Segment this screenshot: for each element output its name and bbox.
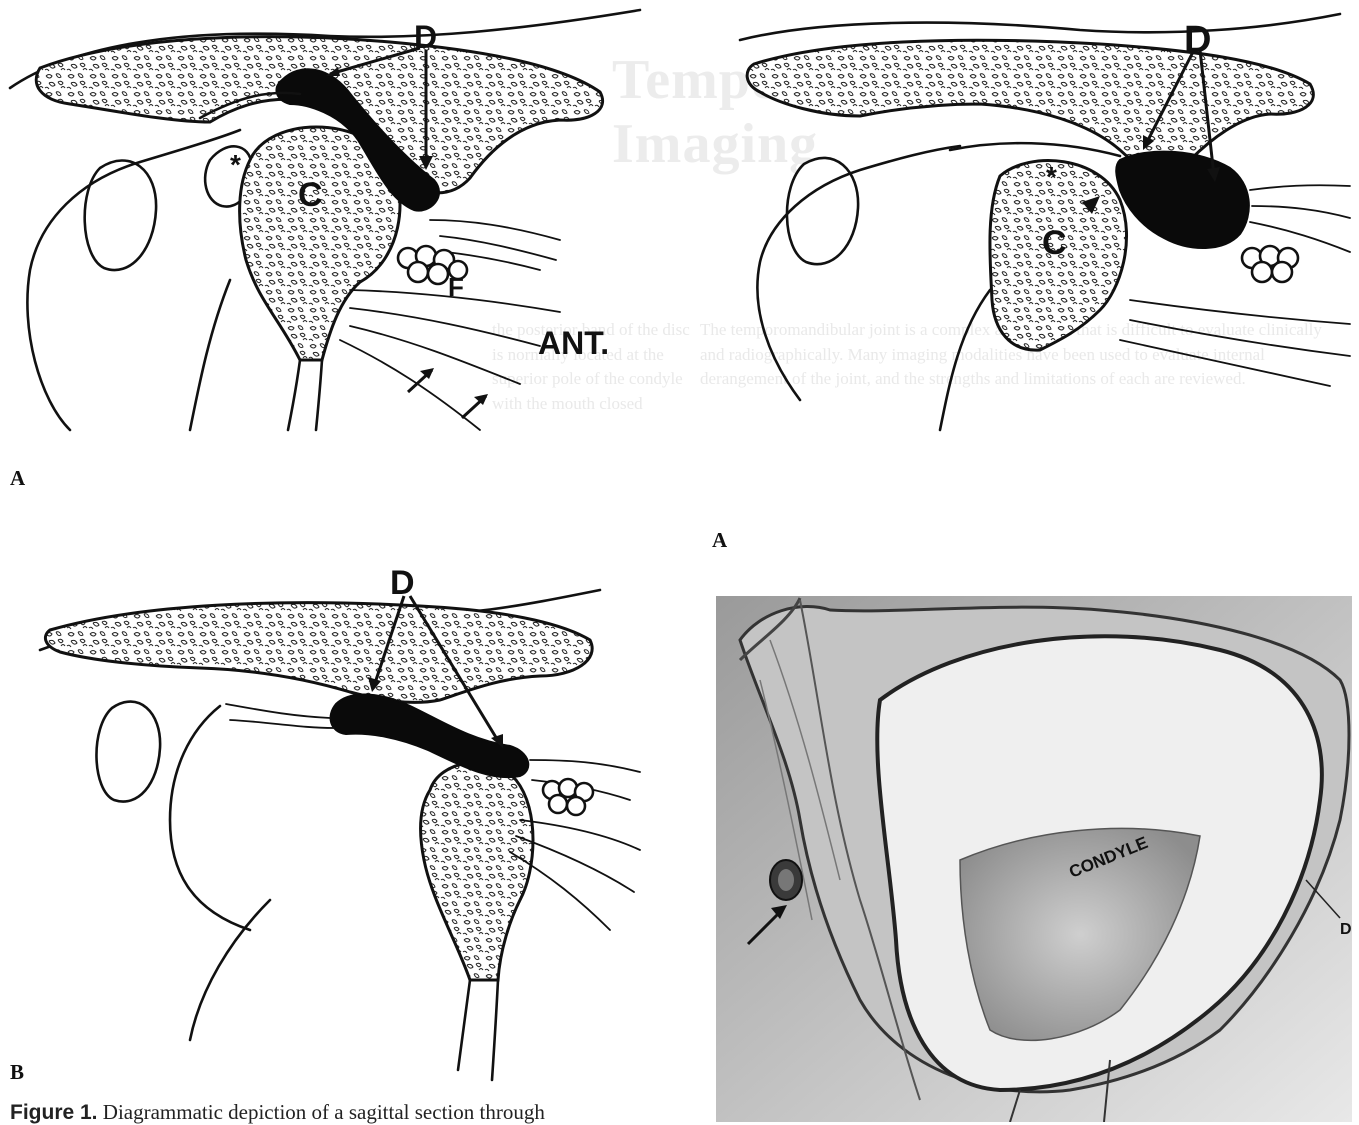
figure-caption: Figure 1. Diagrammatic depiction of a sa…	[10, 1100, 700, 1125]
ear-canal	[96, 702, 160, 802]
muscle-fiber	[340, 340, 480, 430]
posterior-outline-2	[940, 290, 990, 430]
label-condyle: C	[1042, 224, 1067, 262]
muscle-fiber	[1130, 320, 1350, 356]
diagram-panel-a: D C F ANT. *	[10, 10, 640, 430]
capsule-line	[950, 143, 1120, 156]
ramus-line	[492, 980, 498, 1080]
specimen-illustration: CONDYLE D	[716, 596, 1352, 1122]
diagram-panel-b: D	[40, 564, 640, 1080]
skull-outline	[740, 14, 1340, 40]
muscle-fiber	[440, 236, 556, 260]
muscle-fiber	[230, 720, 334, 728]
temporal-bone	[747, 40, 1313, 169]
muscle-fiber	[520, 820, 640, 850]
label-disc: D	[390, 564, 415, 602]
label-asterisk: *	[1046, 161, 1057, 192]
condyle	[421, 763, 533, 980]
posterior-outline-2	[190, 280, 230, 430]
muscle-fiber	[1250, 185, 1350, 190]
label-asterisk: *	[230, 149, 241, 180]
label-disc: D	[1184, 19, 1211, 61]
ear-canal	[85, 160, 156, 270]
posterior-outline	[757, 146, 960, 400]
label-anterior: ANT.	[538, 325, 609, 361]
ramus-line-2	[458, 980, 470, 1070]
temporal-bone	[45, 603, 592, 703]
posterior-outline	[170, 706, 250, 930]
label-disc: D	[414, 19, 437, 55]
muscle-fiber	[1120, 340, 1330, 386]
ramus-line-2	[288, 360, 300, 430]
articular-disc	[1116, 152, 1249, 248]
ramus-line	[316, 360, 322, 430]
caption-text: Diagrammatic depiction of a sagittal sec…	[103, 1100, 545, 1124]
label-condyle: C	[298, 176, 323, 214]
diagram-panel-a-right: D C *	[740, 14, 1350, 430]
muscle-fiber	[350, 308, 540, 346]
muscle-fiber	[1130, 300, 1350, 324]
fat-globules	[1242, 246, 1298, 282]
label-disc: D	[1340, 921, 1352, 938]
caption-label: Figure 1.	[10, 1101, 98, 1124]
fat-globules	[543, 779, 593, 815]
panel-label-b: B	[10, 1060, 24, 1085]
panel-label-a: A	[10, 466, 25, 491]
label-fossa-tissue: F	[448, 272, 464, 302]
muscle-fiber	[1252, 206, 1350, 218]
muscle-fiber	[226, 704, 330, 718]
muscle-fiber	[530, 760, 640, 772]
panel-label-a-right: A	[712, 528, 727, 553]
